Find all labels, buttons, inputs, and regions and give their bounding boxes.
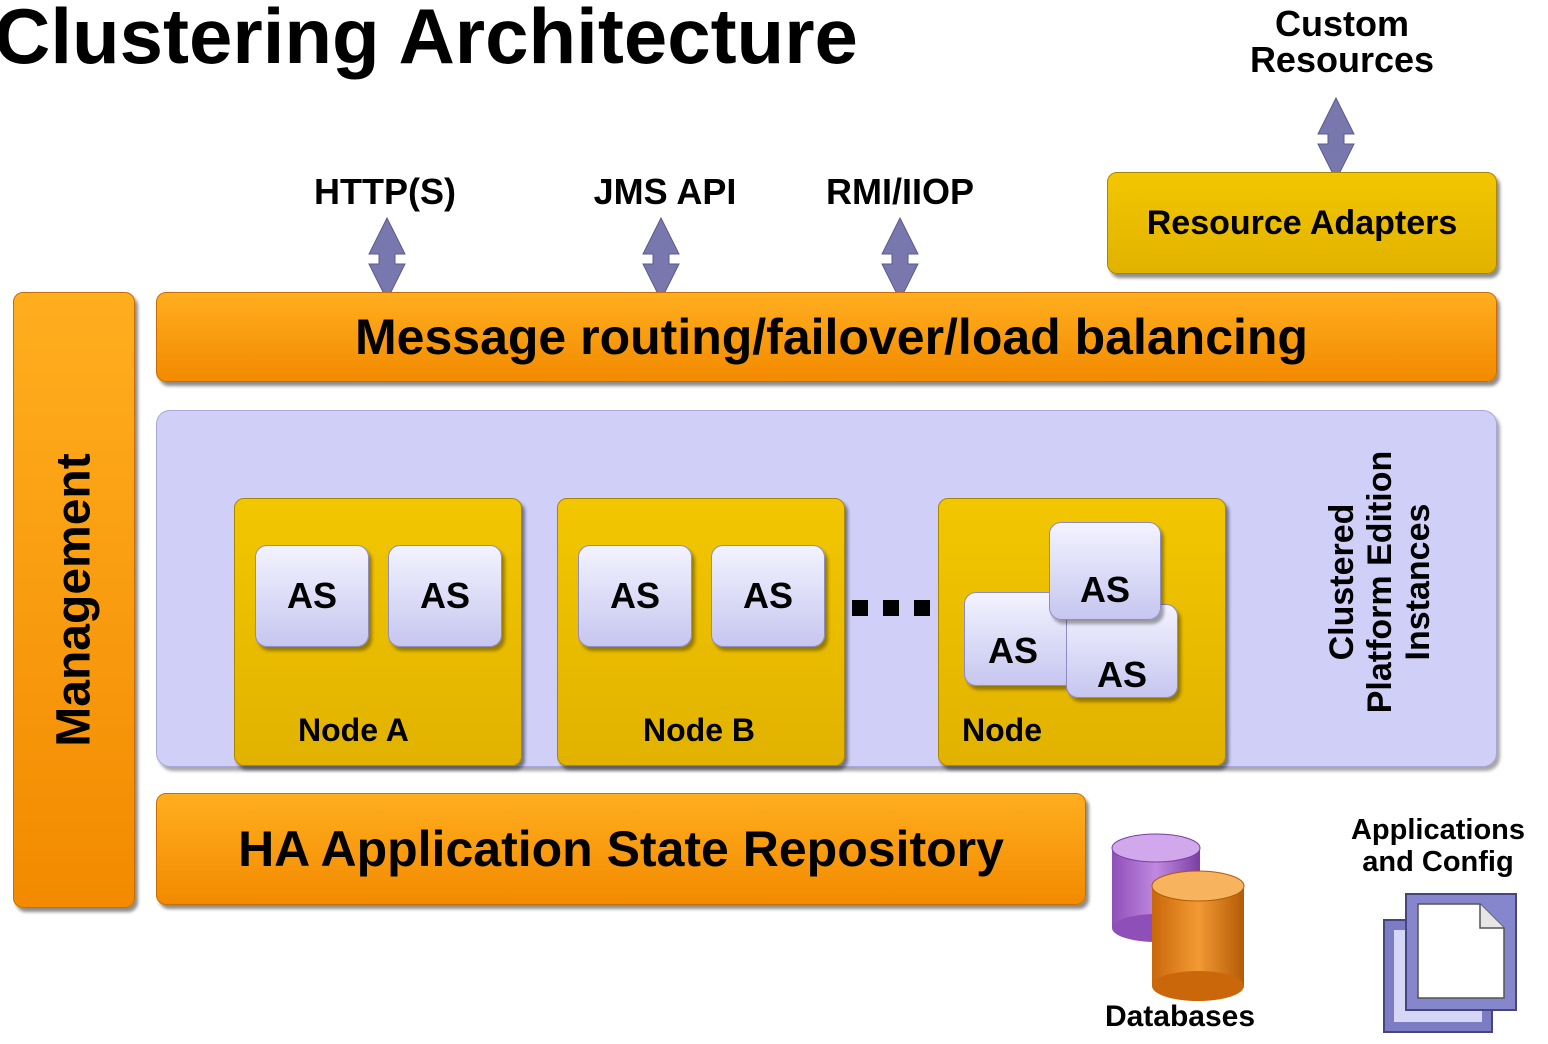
ellipsis-dot: [914, 600, 930, 616]
node-n-label: Node: [962, 712, 1042, 748]
management-bar: Management: [13, 292, 135, 908]
database-cylinder-orange: [1151, 870, 1245, 1001]
resource-adapters-label: Resource Adapters: [1146, 203, 1458, 242]
protocol-label-http: HTTP(S): [314, 171, 456, 212]
node-b-label: Node B: [643, 712, 755, 748]
ellipsis-dot: [883, 600, 899, 616]
page-title: Clustering Architecture: [0, 0, 858, 80]
double-arrow-icon: [881, 216, 919, 302]
as-instance: AS: [388, 545, 502, 647]
double-arrow-icon: [368, 216, 406, 302]
database-icon: [1111, 833, 1245, 1001]
protocol-label-jms: JMS API: [593, 171, 737, 212]
custom-resources-label: Custom Resources: [1249, 3, 1435, 80]
as-instance: AS: [1049, 522, 1161, 620]
documents-icon: [1383, 893, 1517, 1033]
ellipsis-dot: [852, 600, 868, 616]
ha-repository-label: HA Application State Repository: [238, 821, 1004, 877]
resource-adapters-box: Resource Adapters: [1107, 172, 1497, 274]
databases-label: Databases: [1104, 1000, 1256, 1033]
double-arrow-icon: [1317, 96, 1355, 182]
double-arrow-icon: [642, 216, 680, 302]
as-instance: AS: [578, 545, 692, 647]
ha-repository-bar: HA Application State Repository: [156, 793, 1086, 905]
message-routing-label: Message routing/failover/load balancing: [355, 309, 1308, 365]
document-front: [1405, 893, 1517, 1011]
applications-config-label: Applications and Config: [1350, 814, 1525, 878]
node-a-label: Node A: [298, 712, 409, 748]
cluster-label: Clustered Platform Edition Instances: [1323, 450, 1437, 714]
as-instance: AS: [964, 592, 1076, 686]
management-label: Management: [47, 453, 101, 747]
message-routing-bar: Message routing/failover/load balancing: [156, 292, 1497, 382]
protocol-label-rmi: RMI/IIOP: [825, 171, 974, 212]
as-instance: AS: [711, 545, 825, 647]
as-instance: AS: [255, 545, 369, 647]
